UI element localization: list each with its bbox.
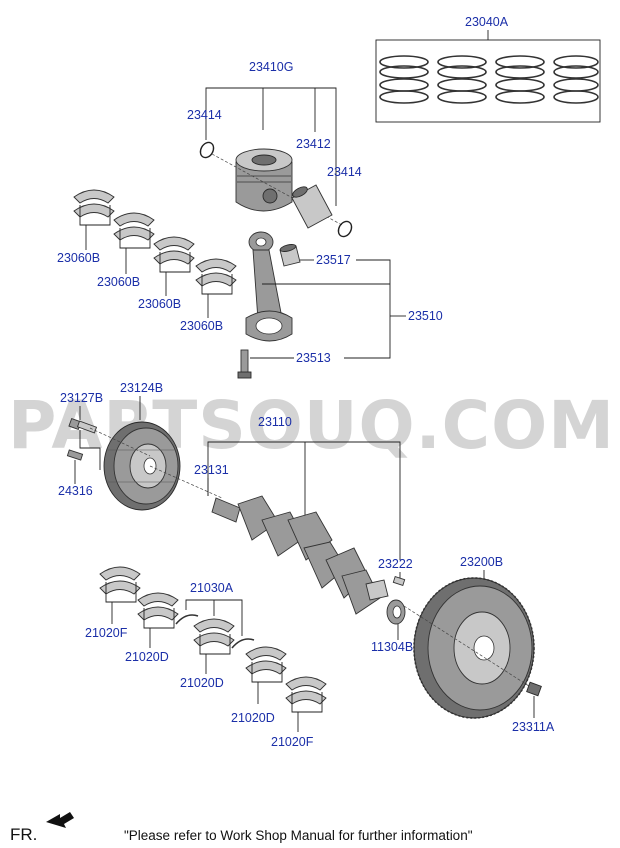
bearing-shell-icon[interactable]: [193, 618, 235, 655]
label-23410G[interactable]: 23410G: [249, 60, 293, 74]
flywheel-icon[interactable]: [413, 577, 535, 719]
piston-pin-icon[interactable]: [291, 184, 333, 229]
pin-icon[interactable]: [392, 576, 406, 586]
label-21030A[interactable]: 21030A: [190, 581, 234, 595]
label-23131[interactable]: 23131: [194, 463, 229, 477]
flywheel-bolt-icon[interactable]: [526, 681, 542, 697]
label-23414-left[interactable]: 23414: [187, 108, 222, 122]
label-23060B-2[interactable]: 23060B: [97, 275, 140, 289]
crankshaft-icon[interactable]: [211, 495, 389, 615]
label-11304B[interactable]: 11304B: [371, 640, 413, 654]
label-23412[interactable]: 23412: [296, 137, 331, 151]
label-23060B-1[interactable]: 23060B: [57, 251, 100, 265]
thrust-washer-icon[interactable]: [175, 614, 255, 649]
bearing-shell-icon[interactable]: [99, 566, 141, 603]
bearing-shell-icon[interactable]: [285, 676, 327, 713]
bearing-shell-icon[interactable]: [137, 592, 179, 629]
label-23060B-3[interactable]: 23060B: [138, 297, 181, 311]
label-23311A[interactable]: 23311A: [512, 720, 555, 734]
connecting-rod-icon[interactable]: [245, 231, 293, 342]
oil-seal-icon[interactable]: [386, 599, 406, 625]
snap-ring-icon[interactable]: [336, 219, 354, 239]
rod-bushing-icon[interactable]: [279, 243, 301, 267]
label-23124B[interactable]: 23124B: [120, 381, 163, 395]
label-21020D-3[interactable]: 21020D: [231, 711, 275, 725]
label-23040A[interactable]: 23040A: [465, 15, 509, 29]
label-23127B[interactable]: 23127B: [60, 391, 103, 405]
label-23517[interactable]: 23517: [316, 253, 351, 267]
label-21020D-2[interactable]: 21020D: [180, 676, 224, 690]
label-23510[interactable]: 23510: [408, 309, 443, 323]
label-23513[interactable]: 23513: [296, 351, 331, 365]
bearing-shell-icon[interactable]: [153, 236, 195, 273]
bearing-shell-icon[interactable]: [195, 258, 237, 295]
piston-icon[interactable]: [235, 148, 293, 212]
label-23110[interactable]: 23110: [258, 415, 292, 429]
damper-pulley-icon[interactable]: [103, 421, 181, 511]
rod-bolt-icon[interactable]: [237, 349, 252, 379]
bearing-shell-icon[interactable]: [113, 212, 155, 249]
front-label: FR.: [10, 825, 37, 844]
footer-note: "Please refer to Work Shop Manual for fu…: [124, 828, 473, 843]
label-23414-right[interactable]: 23414: [327, 165, 362, 179]
woodruff-key-icon[interactable]: [66, 449, 84, 461]
arrow-front-icon: [46, 812, 74, 828]
pulley-bolt-icon[interactable]: [68, 417, 98, 434]
snap-ring-icon[interactable]: [198, 140, 216, 160]
label-23060B-4[interactable]: 23060B: [180, 319, 223, 333]
label-24316[interactable]: 24316: [58, 484, 93, 498]
label-21020F-2[interactable]: 21020F: [271, 735, 314, 749]
label-21020D-1[interactable]: 21020D: [125, 650, 169, 664]
bearing-shell-icon[interactable]: [73, 189, 115, 226]
bearing-shell-icon[interactable]: [245, 646, 287, 683]
label-23200B[interactable]: 23200B: [460, 555, 503, 569]
label-21020F-1[interactable]: 21020F: [85, 626, 128, 640]
piston-ring-set-icon[interactable]: [375, 39, 601, 123]
label-23222[interactable]: 23222: [378, 557, 413, 571]
